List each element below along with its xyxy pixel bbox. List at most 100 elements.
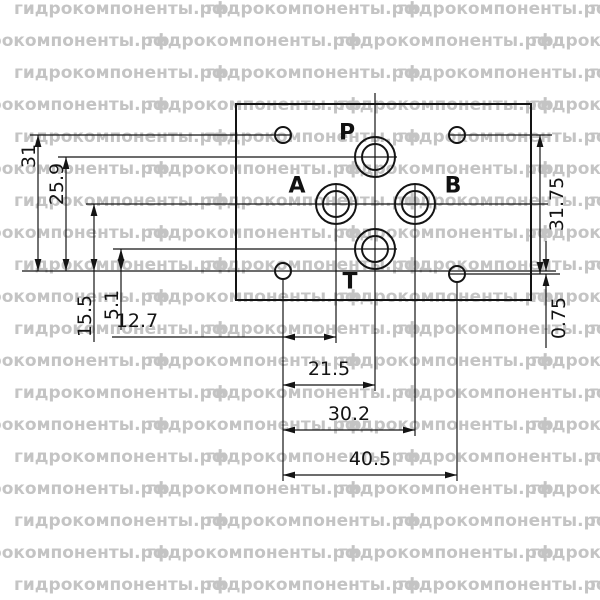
mounting-hole-top-right bbox=[448, 126, 466, 144]
watermark-text: гидрокомпоненты.рф bbox=[398, 575, 600, 595]
watermark-text: гидрокомпоненты.рф bbox=[531, 351, 600, 371]
watermark-text: гидрокомпоненты.рф bbox=[147, 479, 362, 499]
watermark-text: гидрокомпоненты.рф bbox=[590, 319, 600, 339]
watermark-text: гидрокомпоненты.рф bbox=[590, 447, 600, 467]
dimension-lines-left: 31 25.9 15.5 5.1 bbox=[18, 135, 125, 342]
watermark-text: гидрокомпоненты.рф bbox=[14, 575, 229, 595]
watermark-text: гидрокомпоненты.рф bbox=[398, 63, 600, 83]
watermark-text: гидрокомпоненты.рф bbox=[206, 319, 421, 339]
watermark-text: гидрокомпоненты.рф bbox=[398, 319, 600, 339]
watermark-text: гидрокомпоненты.рф bbox=[590, 0, 600, 19]
mounting-hole-bottom-left bbox=[274, 262, 292, 280]
port-label-p: P bbox=[339, 121, 355, 146]
dimension-lines-right: 31.75 0.75 bbox=[536, 135, 570, 348]
watermark-text: гидрокомпоненты.рф bbox=[147, 543, 362, 563]
dim-12-7: 12.7 bbox=[116, 310, 158, 332]
watermark-text: гидрокомпоненты.рф bbox=[339, 287, 554, 307]
watermark-text: гидрокомпоненты.рф bbox=[531, 543, 600, 563]
watermark-text: гидрокомпоненты.рф bbox=[206, 127, 421, 147]
watermark-text: гидрокомпоненты.рф bbox=[0, 159, 170, 179]
watermark-text: гидрокомпоненты.рф bbox=[0, 479, 170, 499]
dim-21-5: 21.5 bbox=[308, 358, 350, 380]
port-p-outer bbox=[354, 136, 396, 178]
watermark-text: гидрокомпоненты.рф bbox=[590, 191, 600, 211]
watermark-text: гидрокомпоненты.рф bbox=[398, 191, 600, 211]
watermark-text: гидрокомпоненты.рф bbox=[206, 447, 421, 467]
watermark-text: гидрокомпоненты.рф bbox=[339, 223, 554, 243]
watermark-text: гидрокомпоненты.рф bbox=[147, 223, 362, 243]
port-b-outer bbox=[394, 183, 436, 225]
watermark-text: гидрокомпоненты.рф bbox=[590, 255, 600, 275]
watermark-text: гидрокомпоненты.рф bbox=[339, 351, 554, 371]
watermark-text: гидрокомпоненты.рф bbox=[0, 223, 170, 243]
watermark-text: гидрокомпоненты.рф bbox=[339, 31, 554, 51]
plate-outline bbox=[235, 103, 532, 301]
watermark-text: гидрокомпоненты.рф bbox=[398, 383, 600, 403]
watermark-text: гидрокомпоненты.рф bbox=[531, 479, 600, 499]
watermark-text: гидрокомпоненты.рф bbox=[531, 31, 600, 51]
port-b-inner bbox=[401, 190, 429, 218]
watermark-text: гидрокомпоненты.рф bbox=[0, 95, 170, 115]
watermark-text: гидрокомпоненты.рф bbox=[398, 511, 600, 531]
watermark-text: гидрокомпоненты.рф bbox=[206, 63, 421, 83]
watermark-text: гидрокомпоненты.рф bbox=[398, 0, 600, 19]
port-label-b: B bbox=[445, 174, 462, 199]
watermark-text: гидрокомпоненты.рф bbox=[339, 479, 554, 499]
watermark-text: гидрокомпоненты.рф bbox=[0, 415, 170, 435]
watermark-text: гидрокомпоненты.рф bbox=[206, 0, 421, 19]
watermark-text: гидрокомпоненты.рф bbox=[531, 223, 600, 243]
mounting-hole-top-left bbox=[274, 126, 292, 144]
watermark-text: гидрокомпоненты.рф bbox=[206, 575, 421, 595]
watermark-text: гидрокомпоненты.рф bbox=[147, 287, 362, 307]
dim-31-75: 31.75 bbox=[546, 177, 568, 231]
port-a-outer bbox=[315, 183, 357, 225]
watermark-text: гидрокомпоненты.рф bbox=[206, 255, 421, 275]
watermark-text: гидрокомпоненты.рф bbox=[0, 351, 170, 371]
watermark-text: гидрокомпоненты.рф bbox=[14, 447, 229, 467]
watermark-text: гидрокомпоненты.рф bbox=[590, 383, 600, 403]
watermark-text: гидрокомпоненты.рф bbox=[147, 159, 362, 179]
mounting-holes bbox=[274, 126, 466, 283]
dimension-lines-bottom: 12.7 21.5 30.2 40.5 bbox=[112, 310, 457, 479]
port-p-inner bbox=[361, 143, 389, 171]
port-label-a: A bbox=[288, 174, 305, 199]
port-a-inner bbox=[322, 190, 350, 218]
port-t-inner bbox=[361, 235, 389, 263]
watermark-text: гидрокомпоненты.рф bbox=[531, 287, 600, 307]
port-labels: P A B T bbox=[288, 121, 461, 295]
dim-30-2: 30.2 bbox=[328, 403, 370, 425]
watermark-text: гидрокомпоненты.рф bbox=[206, 383, 421, 403]
watermark-text: гидрокомпоненты.рф bbox=[0, 287, 170, 307]
watermark-text: гидрокомпоненты.рф bbox=[590, 511, 600, 531]
port-t-outer bbox=[354, 228, 396, 270]
centerlines bbox=[22, 93, 560, 481]
watermark-text: гидрокомпоненты.рф bbox=[339, 543, 554, 563]
watermark-text: гидрокомпоненты.рф bbox=[147, 31, 362, 51]
watermark-text: гидрокомпоненты.рф bbox=[590, 575, 600, 595]
dim-31: 31 bbox=[18, 144, 40, 168]
watermark-text: гидрокомпоненты.рф bbox=[14, 63, 229, 83]
watermark-text: гидрокомпоненты.рф bbox=[531, 415, 600, 435]
watermark-text: гидрокомпоненты.рф bbox=[0, 31, 170, 51]
watermark-text: гидрокомпоненты.рф bbox=[147, 351, 362, 371]
watermark-text: гидрокомпоненты.рф bbox=[398, 447, 600, 467]
watermark-text: гидрокомпоненты.рф bbox=[590, 63, 600, 83]
dim-25-9: 25.9 bbox=[46, 163, 68, 205]
watermark-text: гидрокомпоненты.рф bbox=[206, 191, 421, 211]
watermark-text: гидрокомпоненты.рф bbox=[206, 511, 421, 531]
dim-5-1: 5.1 bbox=[101, 290, 123, 320]
watermark-text: гидрокомпоненты.рф bbox=[14, 383, 229, 403]
dim-40-5: 40.5 bbox=[349, 448, 391, 470]
dim-0-75: 0.75 bbox=[548, 297, 570, 339]
port-circles bbox=[315, 136, 436, 270]
watermark-text: гидрокомпоненты.рф bbox=[14, 0, 229, 19]
watermark-text: гидрокомпоненты.рф bbox=[590, 127, 600, 147]
mounting-hole-bottom-right bbox=[448, 265, 466, 283]
dim-15-5: 15.5 bbox=[74, 295, 96, 337]
watermark-text: гидрокомпоненты.рф bbox=[14, 511, 229, 531]
watermark-text: гидрокомпоненты.рф bbox=[398, 255, 600, 275]
watermark-text: гидрокомпоненты.рф bbox=[14, 127, 229, 147]
watermark-text: гидрокомпоненты.рф bbox=[531, 159, 600, 179]
